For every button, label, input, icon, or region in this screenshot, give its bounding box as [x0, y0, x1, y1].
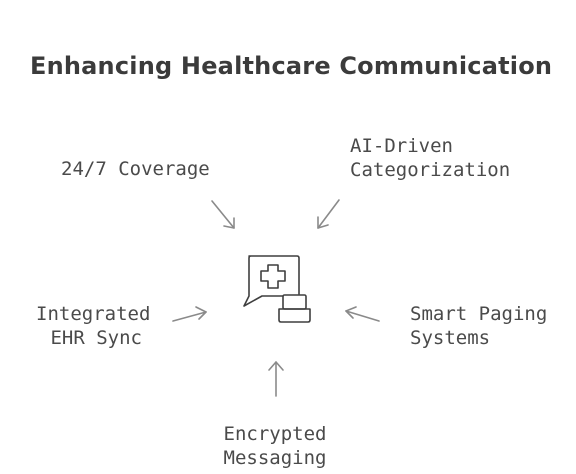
chat-medical-laptop-icon [243, 255, 311, 323]
arrow-from-ehr [172, 306, 207, 322]
label-ehr-sync: Integrated EHR Sync [36, 302, 151, 350]
label-ai-line1: AI-Driven [350, 135, 453, 157]
arrow-from-paging [345, 306, 380, 322]
label-coverage-line1: 24/7 Coverage [61, 158, 210, 180]
label-paging-line1: Smart Paging [410, 303, 548, 325]
label-paging-line2: Systems [410, 327, 491, 349]
label-messaging-line2: Messaging [223, 447, 327, 469]
arrow-from-messaging [268, 361, 284, 397]
arrow-from-ai [317, 199, 340, 229]
label-ehr-line2: EHR Sync [50, 327, 142, 349]
label-ai-line2: Categorization [350, 159, 511, 181]
diagram-title: Enhancing Healthcare Communication [30, 52, 553, 80]
label-ai-categorization: AI-Driven Categorization [350, 134, 510, 182]
label-encrypted-messaging: Encrypted Messaging [222, 422, 328, 470]
label-coverage: 24/7 Coverage [61, 157, 210, 181]
label-messaging-line1: Encrypted [223, 423, 327, 445]
label-ehr-line1: Integrated [36, 303, 151, 325]
arrow-from-coverage [211, 200, 235, 229]
label-smart-paging: Smart Paging Systems [410, 302, 547, 350]
